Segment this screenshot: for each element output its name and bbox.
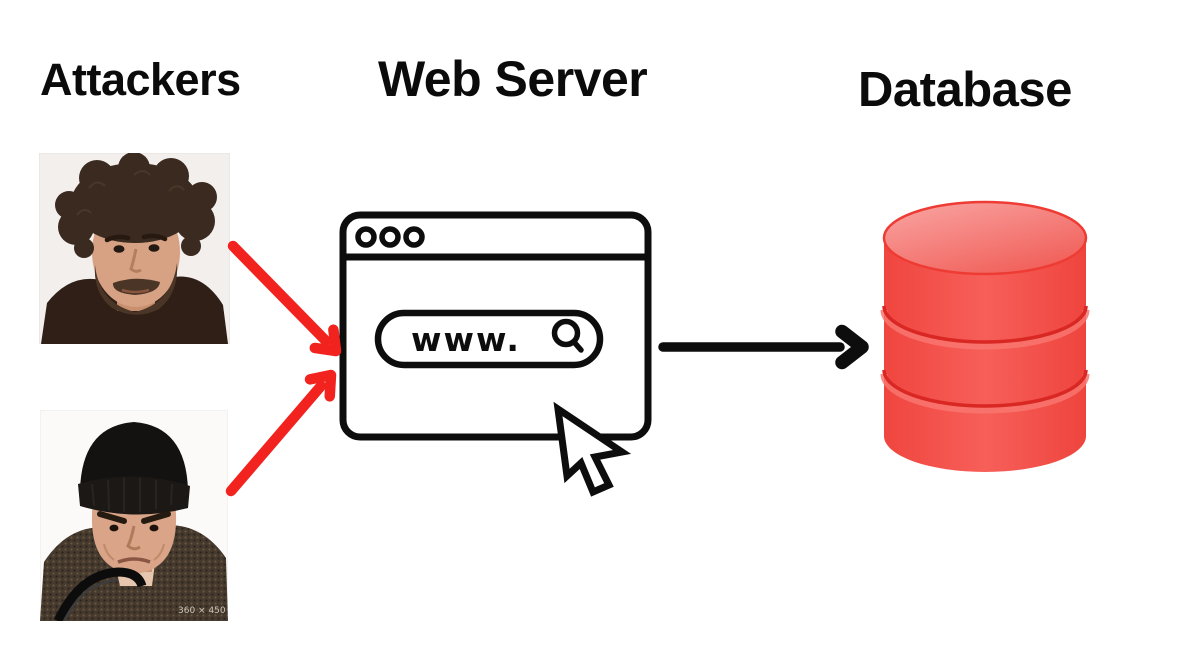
nose: [129, 248, 142, 273]
attacker-photo-top: [39, 153, 230, 344]
attacker-photo-bottom: 360 × 450: [40, 410, 228, 621]
web-server-title: Web Server: [378, 51, 648, 107]
mouth: [121, 288, 150, 294]
db-top-cap: [882, 200, 1088, 276]
angry-eyebrows: [97, 511, 171, 524]
attacker-arrow-bottom: [225, 369, 337, 497]
browser-window-icon: www.: [339, 211, 652, 497]
right-eye: [148, 244, 160, 252]
jowl-line-right: [153, 543, 165, 561]
db-rim-light-2: [880, 373, 1090, 414]
magnifier-icon: [551, 318, 584, 353]
window-dot-2: [379, 226, 401, 248]
curly-hair: [55, 153, 217, 258]
left-eye: [113, 245, 125, 253]
webserver-to-database-arrow: [658, 324, 869, 370]
db-rim-light-1: [880, 309, 1090, 350]
photo-watermark: 360 × 450: [178, 606, 226, 616]
address-bar-text: www.: [411, 320, 521, 359]
database-cylinder-icon: [880, 200, 1090, 472]
left-eye: [109, 524, 119, 532]
jowl-line-left: [103, 543, 115, 561]
attacker-arrow-top: [227, 240, 342, 357]
database-title: Database: [858, 63, 1072, 117]
hair-texture: [76, 170, 185, 216]
right-eye: [149, 524, 159, 532]
attackers-title: Attackers: [40, 54, 241, 105]
shoulder-strap: [53, 567, 147, 621]
address-bar: [374, 309, 604, 369]
cursor-arrow-icon: [553, 401, 632, 497]
eyebrows: [104, 233, 168, 243]
db-separator-2: [882, 369, 1088, 408]
strap-highlight: [62, 578, 119, 621]
window-dot-3: [403, 226, 425, 248]
db-separator-1: [882, 305, 1088, 344]
window-dot-1: [355, 226, 377, 248]
nose: [126, 525, 141, 551]
beanie-brim: [78, 476, 190, 515]
window-control-dots: [355, 226, 425, 248]
knit-ridges: [91, 478, 173, 512]
frown-mouth: [117, 557, 151, 564]
